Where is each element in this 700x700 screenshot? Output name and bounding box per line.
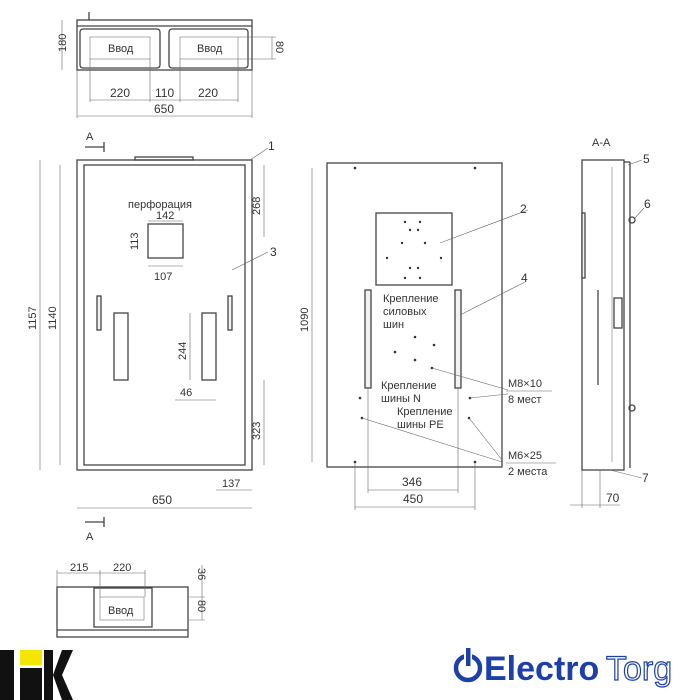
bolt-m6: M6×25 <box>508 450 542 462</box>
label-power-bus-3: шин <box>383 319 404 331</box>
label-n-bus-2: шины N <box>381 393 421 405</box>
bolt-m6-count: 2 места <box>508 466 548 478</box>
callout-1: 1 <box>268 139 275 153</box>
back-view: Крепление силовых шин Крепление шины N К… <box>299 162 556 510</box>
dim-bottom-offset: 323 <box>251 422 263 440</box>
dim-perf-width: 142 <box>156 210 174 222</box>
dim-perf-height: 113 <box>129 232 141 250</box>
top-view: Ввод Ввод 180 80 220 110 220 650 <box>57 12 285 118</box>
top-input-label-right: Ввод <box>197 43 223 55</box>
callout-7: 7 <box>642 471 649 485</box>
bottom-view: Ввод 215 220 36 80 <box>56 562 207 638</box>
electrotorg-logo: Electro Torg <box>453 648 673 689</box>
section-mark-top: A <box>86 131 94 143</box>
electrotorg-logo-text-a: Electro <box>484 650 599 688</box>
side-view: A-A 5 6 7 70 <box>570 137 651 508</box>
top-dim-input-height: 80 <box>273 41 285 53</box>
dim-inner-height: 1140 <box>47 306 59 330</box>
callout-2: 2 <box>520 202 527 216</box>
iek-logo <box>0 650 73 700</box>
bottom-dim-input-height: 80 <box>195 600 207 612</box>
callout-6: 6 <box>644 197 651 211</box>
electrotorg-logo-text-b: Torg <box>606 650 672 688</box>
top-dim-left: 220 <box>110 86 130 100</box>
top-dim-height: 180 <box>57 34 69 52</box>
dim-total-height: 1157 <box>27 306 39 330</box>
section-mark-bottom: A <box>86 531 94 543</box>
top-dim-gap: 110 <box>155 86 174 100</box>
bolt-m8-count: 8 мест <box>508 394 541 406</box>
dim-perf-inner: 107 <box>154 271 172 283</box>
dim-back-height: 1090 <box>299 308 311 332</box>
callout-5: 5 <box>643 152 650 166</box>
dim-front-width: 650 <box>152 493 172 507</box>
bottom-dim-offset: 215 <box>70 562 88 574</box>
dim-top-offset: 268 <box>251 197 263 215</box>
label-pe-bus-2: шины PE <box>397 419 444 431</box>
bolt-m8: M8×10 <box>508 378 542 390</box>
dim-bar-spacing: 346 <box>402 475 422 489</box>
label-pe-bus-1: Крепление <box>397 406 452 418</box>
dim-slot-length: 244 <box>177 342 189 360</box>
callout-3: 3 <box>270 245 277 259</box>
dim-slot-offset: 46 <box>180 387 192 399</box>
top-dim-total: 650 <box>154 102 174 116</box>
label-n-bus-1: Крепление <box>381 380 436 392</box>
bottom-input-label: Ввод <box>108 605 134 617</box>
front-view: A перфорация 142 113 107 1157 1140 268 2… <box>27 131 277 543</box>
label-power-bus-1: Крепление <box>383 293 438 305</box>
dim-bottom-right: 137 <box>222 478 240 490</box>
bottom-dim-top: 36 <box>195 568 207 580</box>
callout-4: 4 <box>521 271 528 285</box>
side-view-title: A-A <box>592 137 611 149</box>
bottom-dim-input-width: 220 <box>113 562 131 574</box>
top-dim-right: 220 <box>198 86 218 100</box>
label-power-bus-2: силовых <box>383 306 427 318</box>
top-input-label-left: Ввод <box>108 43 134 55</box>
dim-mount-width: 450 <box>403 492 423 506</box>
perforation-label: перфорация <box>128 199 192 211</box>
dim-depth: 70 <box>606 491 620 505</box>
